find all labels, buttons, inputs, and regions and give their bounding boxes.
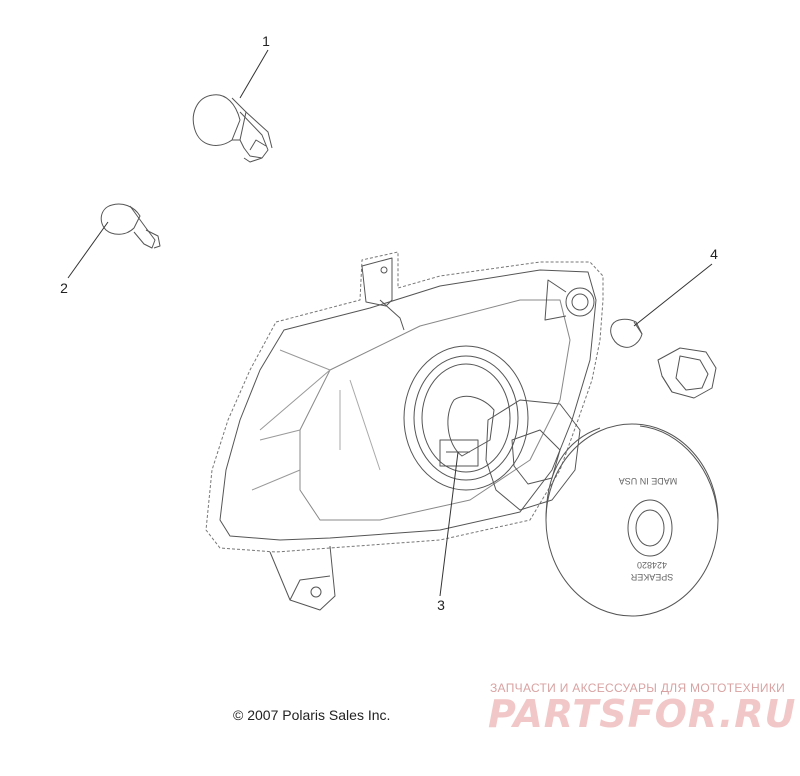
lamp-imprint: MADE IN USA 424820 SPEAKER xyxy=(619,476,678,582)
lamp-part-number: 424820 xyxy=(637,560,667,570)
callout-4: 4 xyxy=(710,246,718,262)
part-3-headlight-housing xyxy=(205,251,719,617)
part-2-small-bulb xyxy=(100,203,161,249)
leader-2 xyxy=(67,221,109,279)
callout-2: 2 xyxy=(60,280,68,296)
copyright-notice: © 2007 Polaris Sales Inc. xyxy=(233,707,391,723)
part-1-wedge-bulb xyxy=(192,94,273,163)
callout-1: 1 xyxy=(262,33,270,49)
watermark-logo: PARTSFOR.RU xyxy=(488,692,797,736)
lamp-brand: SPEAKER xyxy=(630,572,673,582)
watermark-tagline: ЗАПЧАСТИ И АКСЕССУАРЫ ДЛЯ МОТОТЕХНИКИ xyxy=(490,681,786,695)
callout-3: 3 xyxy=(437,597,445,613)
part-4-bulb-and-socket xyxy=(610,318,717,399)
leader-1 xyxy=(239,49,269,99)
lamp-made-in: MADE IN USA xyxy=(619,476,678,486)
leader-3 xyxy=(439,451,459,597)
leader-4 xyxy=(633,263,713,327)
leader-lines xyxy=(67,49,713,597)
